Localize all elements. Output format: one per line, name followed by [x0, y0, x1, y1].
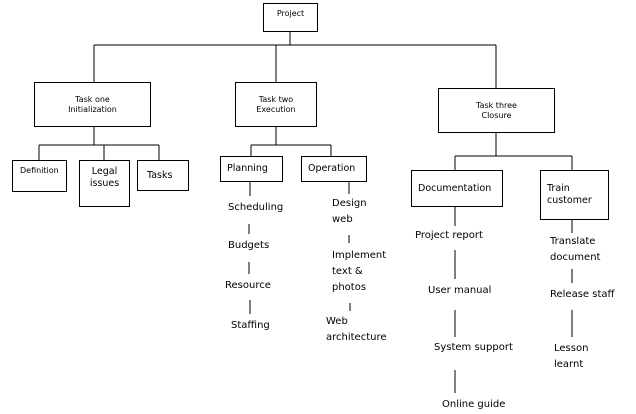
- documentation-label: Documentation: [418, 182, 492, 194]
- system-support-item: System support: [434, 342, 513, 353]
- operation-label: Operation: [308, 163, 356, 175]
- train-customer-node: Train customer: [540, 170, 609, 220]
- task-one-node: Task one Initialization: [34, 82, 151, 127]
- design-web-item: Design web: [332, 198, 367, 225]
- project-root-label: Project: [276, 9, 305, 18]
- definition-node: Definition: [12, 160, 67, 192]
- scheduling-item: Scheduling: [228, 202, 284, 213]
- operation-node: Operation: [301, 156, 367, 182]
- staffing-item: Staffing: [231, 320, 270, 331]
- train-customer-label: Train customer: [547, 183, 592, 206]
- legal-issues-node: Legal issues: [79, 160, 130, 207]
- documentation-node: Documentation: [411, 170, 503, 207]
- planning-label: Planning: [227, 163, 268, 175]
- task-two-label: Task two Execution: [256, 94, 296, 114]
- resource-item: Resource: [225, 280, 271, 291]
- task-one-label: Task one Initialization: [68, 94, 117, 114]
- legal-issues-label: Legal issues: [89, 166, 120, 189]
- task-three-label: Task three Closure: [476, 100, 517, 120]
- budgets-item: Budgets: [228, 240, 270, 251]
- online-guide-item: Online guide: [442, 399, 506, 410]
- tasks-node: Tasks: [137, 160, 189, 191]
- release-staff-item: Release staff: [550, 289, 615, 300]
- user-manual-item: User manual: [428, 285, 492, 296]
- task-two-node: Task two Execution: [235, 82, 317, 127]
- definition-label: Definition: [20, 166, 59, 175]
- translate-document-item: Translate document: [550, 236, 601, 263]
- lesson-learnt-item: Lesson learnt: [554, 343, 589, 370]
- task-three-node: Task three Closure: [438, 88, 555, 133]
- implement-text-photos-item: Implement text & photos: [332, 250, 387, 293]
- planning-node: Planning: [220, 156, 283, 182]
- web-architecture-item: Web architecture: [326, 316, 387, 343]
- project-root-node: Project: [263, 3, 318, 32]
- tasks-label: Tasks: [147, 169, 173, 181]
- project-report-item: Project report: [415, 230, 483, 241]
